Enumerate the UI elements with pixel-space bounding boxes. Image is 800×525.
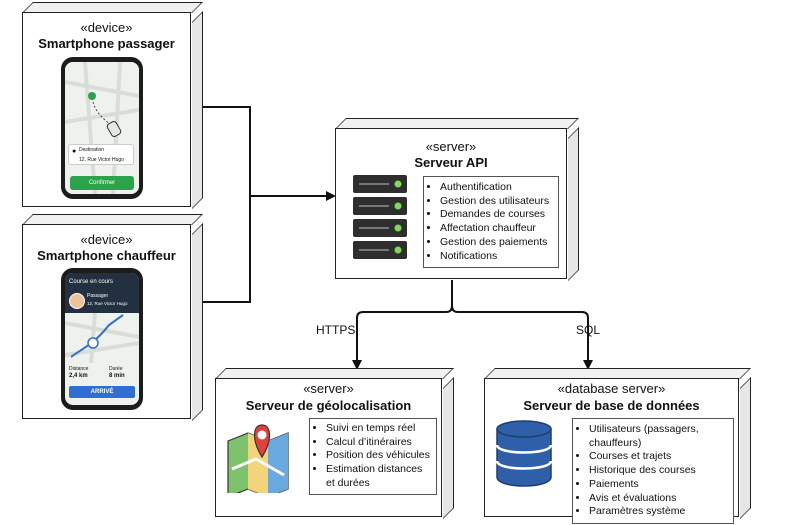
passenger-address: 12, Rue Victor Hugo [87, 301, 128, 306]
node-title: Smartphone passager [38, 36, 175, 51]
node-title: Serveur API [414, 155, 488, 170]
list-item: Gestion des utilisateurs [440, 195, 552, 209]
connector-api-geo [352, 280, 453, 370]
arrived-button[interactable]: ARRIVÉ [69, 386, 135, 398]
list-item: Historique des courses [589, 464, 727, 478]
duration-value: 8 min [109, 373, 125, 379]
map-icon [65, 62, 139, 194]
duration-label: Durée [109, 366, 123, 372]
node-title: Serveur de géolocalisation [245, 398, 412, 413]
geolocation-server-node: «server» Serveur de géolocalisation Suiv… [215, 368, 454, 519]
database-server-node: «database server» Serveur de base de don… [484, 368, 751, 524]
driver-device-node: «device» Smartphone chauffeur Course en … [22, 214, 203, 421]
location-pin-icon: ● [72, 148, 77, 155]
list-item: Paramètres système [589, 505, 727, 519]
api-responsibilities-list: Authentification Gestion des utilisateur… [423, 176, 559, 269]
list-item: Notifications [440, 250, 552, 264]
https-label: HTTPS [316, 323, 356, 337]
stereotype: «server» [425, 139, 477, 154]
passenger-phone: ● Destination 12, Rue Victor Hugo Confir… [61, 57, 143, 199]
api-server-node: «server» Serveur API Authentification Ge… [335, 118, 579, 281]
distance-value: 2,4 km [69, 373, 88, 379]
list-item: Avis et évaluations [589, 492, 727, 506]
map-pin-icon [227, 424, 289, 493]
stereotype: «database server» [557, 381, 666, 396]
distance-label: Distance [69, 366, 89, 372]
list-item: Courses et trajets [589, 450, 727, 464]
database-contents-list: Utilisateurs (passagers, chauffeurs) Cou… [572, 418, 734, 524]
passenger-device-node: «device» Smartphone passager ● Destinati… [22, 2, 203, 209]
stereotype: «device» [80, 232, 133, 247]
destination-value: 12, Rue Victor Hugo [79, 156, 124, 163]
connector-api-db [451, 305, 593, 370]
geolocation-responsibilities-list: Suivi en temps réel Calcul d’itinéraires… [309, 418, 437, 495]
server-rack-icon [353, 175, 407, 259]
destination-card: ● Destination 12, Rue Victor Hugo [68, 144, 134, 165]
database-icon [495, 420, 553, 487]
driver-header: Course en cours Passager 12, Rue Victor … [65, 273, 139, 313]
list-item: Demandes de courses [440, 208, 552, 222]
connector-passenger-api [192, 106, 251, 196]
passenger-label: Passager [87, 293, 109, 299]
list-item: Gestion des paiements [440, 236, 552, 250]
list-item: Calcul d’itinéraires [326, 436, 430, 450]
sql-label: SQL [576, 323, 601, 337]
stereotype: «device» [80, 20, 133, 35]
confirm-button[interactable]: Confirmer [70, 176, 134, 190]
stereotype: «server» [303, 381, 354, 396]
node-title: Serveur de base de données [523, 398, 700, 413]
destination-label: Destination [79, 147, 105, 153]
driver-phone: Course en cours Passager 12, Rue Victor … [61, 268, 143, 410]
list-item: Position des véhicules [326, 449, 430, 463]
header-title: Course en cours [69, 279, 114, 285]
avatar [69, 293, 85, 309]
list-item: Estimation distances et durées [326, 463, 430, 490]
list-item: Suivi en temps réel [326, 422, 430, 436]
list-item: Paiements [589, 478, 727, 492]
route-map-icon [65, 313, 139, 363]
list-item: Utilisateurs (passagers, chauffeurs) [589, 423, 727, 450]
list-item: Affectation chauffeur [440, 222, 552, 236]
node-title: Smartphone chauffeur [37, 248, 176, 263]
list-item: Authentification [440, 181, 552, 195]
connector-driver-api [192, 196, 251, 303]
